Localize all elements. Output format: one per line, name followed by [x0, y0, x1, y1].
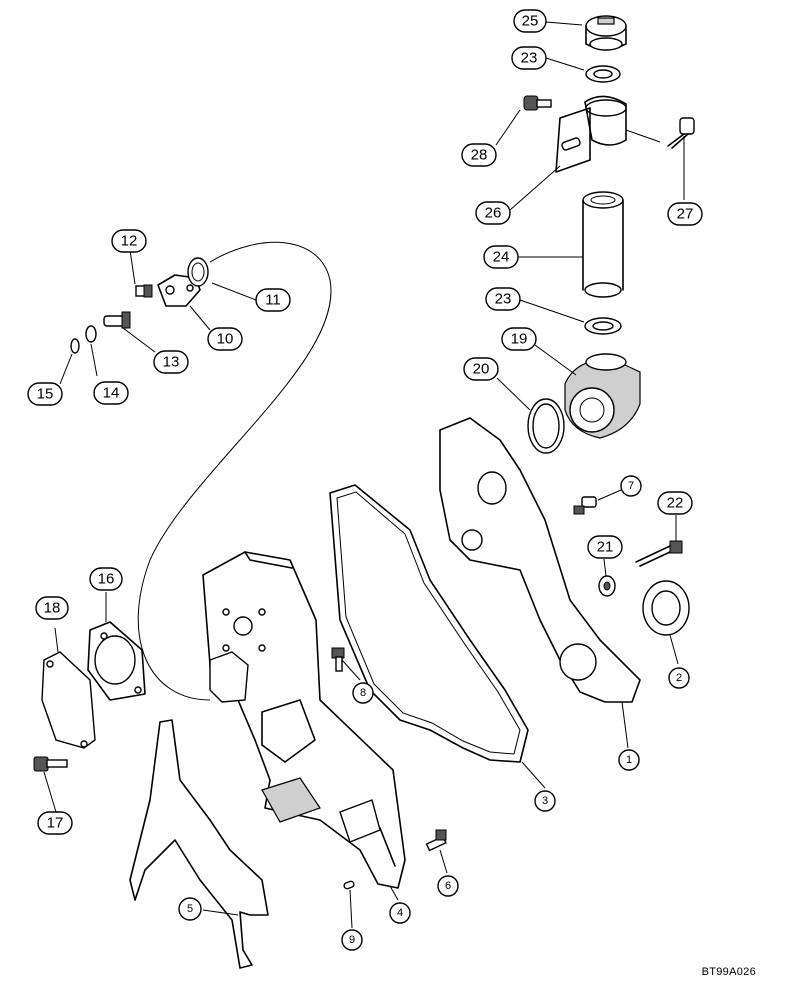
callout-17: 17 — [37, 811, 73, 835]
svg-text:18: 18 — [44, 600, 61, 617]
svg-text:5: 5 — [187, 903, 193, 915]
svg-text:2: 2 — [676, 672, 682, 684]
svg-text:25: 25 — [522, 13, 539, 30]
svg-text:4: 4 — [397, 907, 403, 919]
callout-16: 16 — [89, 567, 123, 591]
svg-text:16: 16 — [98, 571, 115, 588]
callout-18: 18 — [35, 596, 69, 620]
small-o-ring-part — [85, 325, 97, 343]
svg-text:7: 7 — [628, 480, 634, 492]
callout-7: 7 — [620, 475, 642, 497]
housing-bolt-part — [331, 647, 345, 672]
callout-15: 15 — [27, 382, 63, 406]
svg-text:1: 1 — [626, 754, 632, 766]
svg-text:27: 27 — [677, 206, 694, 223]
filler-adapter-part — [564, 353, 641, 439]
svg-text:26: 26 — [485, 205, 502, 222]
callout-25: 25 — [513, 9, 547, 33]
callout-5: 5 — [178, 897, 202, 921]
svg-text:19: 19 — [511, 331, 528, 348]
cover-screw-part — [135, 284, 153, 298]
callout-21: 21 — [587, 535, 623, 559]
snap-ring-part — [70, 338, 80, 354]
callout-23-upper: 23 — [511, 46, 547, 70]
svg-text:3: 3 — [542, 795, 548, 807]
callout-13: 13 — [153, 350, 189, 374]
callout-2: 2 — [668, 667, 690, 689]
svg-text:17: 17 — [47, 815, 64, 832]
callout-22: 22 — [657, 491, 693, 515]
svg-text:10: 10 — [217, 331, 234, 348]
cover-cap-screw-part — [635, 540, 683, 567]
leader-lines — [43, 21, 685, 929]
fitting-part — [103, 311, 131, 329]
housing-cap-screw-part — [425, 829, 447, 852]
svg-text:8: 8 — [360, 687, 366, 699]
bracket-bolt-part — [523, 95, 552, 111]
svg-text:24: 24 — [493, 249, 510, 266]
lower-gasket-part — [129, 719, 269, 969]
callout-27: 27 — [667, 202, 703, 226]
small-cover-plate-part — [157, 274, 201, 307]
svg-text:14: 14 — [103, 385, 120, 402]
svg-text:22: 22 — [667, 495, 684, 512]
filler-cap-part — [585, 15, 627, 51]
callout-10: 10 — [207, 327, 243, 351]
svg-text:21: 21 — [597, 539, 614, 556]
callout-4: 4 — [389, 902, 411, 924]
filler-tube-part — [582, 191, 624, 298]
callout-20: 20 — [463, 357, 499, 381]
callout-9: 9 — [341, 929, 363, 951]
svg-text:15: 15 — [37, 386, 54, 403]
callout-6: 6 — [437, 875, 459, 897]
access-cover-gasket-part — [87, 621, 146, 701]
callout-23-lower: 23 — [485, 287, 521, 311]
access-cover-plate-part — [41, 651, 96, 749]
callout-26: 26 — [475, 201, 511, 225]
belt-outline — [137, 241, 332, 701]
dowel-pin-part — [343, 880, 355, 890]
callout-11: 11 — [255, 288, 291, 312]
front-oil-seal-part — [642, 580, 690, 636]
svg-text:20: 20 — [473, 361, 490, 378]
callout-28: 28 — [461, 143, 497, 167]
callout-8: 8 — [352, 682, 374, 704]
seal-washer-part — [598, 575, 616, 597]
bracket-screw-part — [667, 117, 695, 149]
tube-bracket-part — [555, 95, 661, 173]
svg-text:12: 12 — [121, 233, 138, 250]
front-cover-gasket-part — [329, 484, 529, 763]
callout-3: 3 — [534, 790, 556, 812]
adapter-o-ring-part — [527, 398, 565, 454]
svg-text:9: 9 — [349, 934, 355, 946]
seal-ring-lower-part — [584, 317, 622, 335]
svg-text:13: 13 — [163, 354, 180, 371]
figure-reference-code: BT99A026 — [701, 966, 756, 978]
callout-14: 14 — [93, 381, 129, 405]
svg-text:6: 6 — [445, 880, 451, 892]
front-gear-housing-part — [202, 551, 406, 889]
seal-ring-upper-part — [585, 65, 621, 83]
callout-24: 24 — [483, 245, 519, 269]
svg-text:23: 23 — [521, 50, 538, 67]
cover-plug-part — [573, 496, 597, 515]
front-cover-part — [439, 417, 641, 703]
svg-text:23: 23 — [495, 291, 512, 308]
callout-12: 12 — [111, 229, 147, 253]
callout-1: 1 — [618, 749, 640, 771]
callout-19: 19 — [501, 327, 537, 351]
svg-text:11: 11 — [265, 292, 281, 309]
svg-text:28: 28 — [471, 147, 488, 164]
cover-seal-ring-part — [187, 257, 209, 287]
access-cover-bolt-part — [33, 756, 68, 772]
